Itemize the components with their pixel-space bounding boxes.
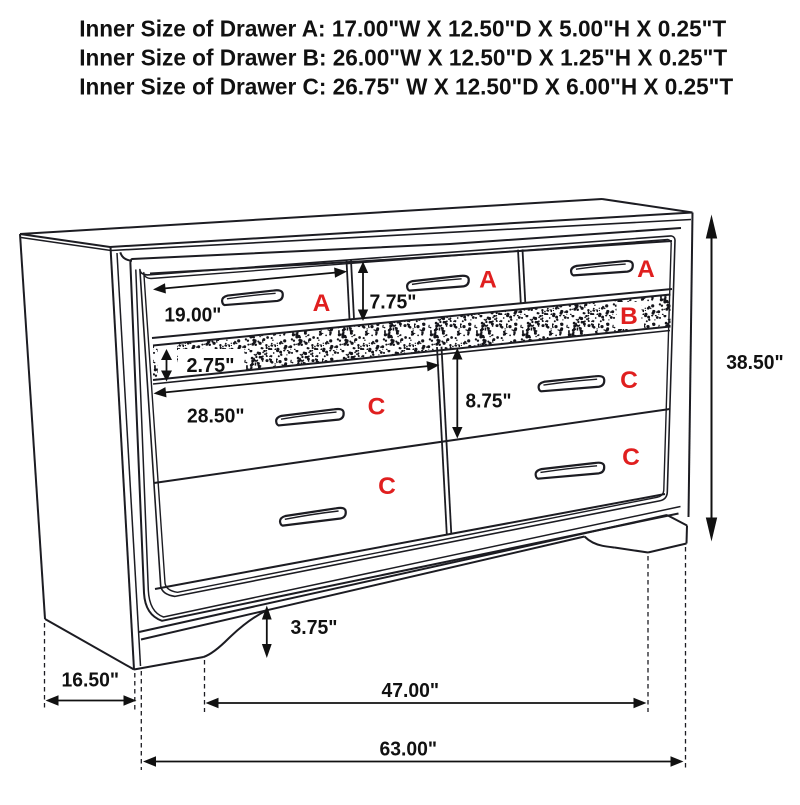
svg-text:A: A xyxy=(313,290,331,317)
svg-text:19.00": 19.00" xyxy=(164,303,221,326)
svg-text:Inner Size of Drawer C: 26.75": Inner Size of Drawer C: 26.75" W X 12.50… xyxy=(79,74,733,100)
svg-text:2.75": 2.75" xyxy=(187,354,235,377)
svg-text:7.75": 7.75" xyxy=(370,291,417,314)
svg-text:38.50": 38.50" xyxy=(726,351,784,374)
svg-text:47.00": 47.00" xyxy=(382,679,440,702)
svg-text:C: C xyxy=(622,444,640,471)
svg-text:A: A xyxy=(479,267,497,294)
svg-text:16.50": 16.50" xyxy=(62,669,120,692)
svg-text:28.50": 28.50" xyxy=(187,405,245,428)
svg-text:A: A xyxy=(637,256,655,283)
svg-text:C: C xyxy=(378,473,396,500)
svg-text:C: C xyxy=(620,367,638,394)
svg-text:3.75": 3.75" xyxy=(291,616,338,639)
svg-text:Inner Size of Drawer A: 17.00": Inner Size of Drawer A: 17.00"W X 12.50"… xyxy=(79,16,726,42)
svg-text:Inner Size of Drawer B: 26.00": Inner Size of Drawer B: 26.00"W X 12.50"… xyxy=(79,45,727,71)
svg-text:63.00": 63.00" xyxy=(380,738,438,761)
svg-text:B: B xyxy=(620,303,638,330)
svg-text:8.75": 8.75" xyxy=(466,390,512,413)
svg-text:C: C xyxy=(368,394,386,421)
